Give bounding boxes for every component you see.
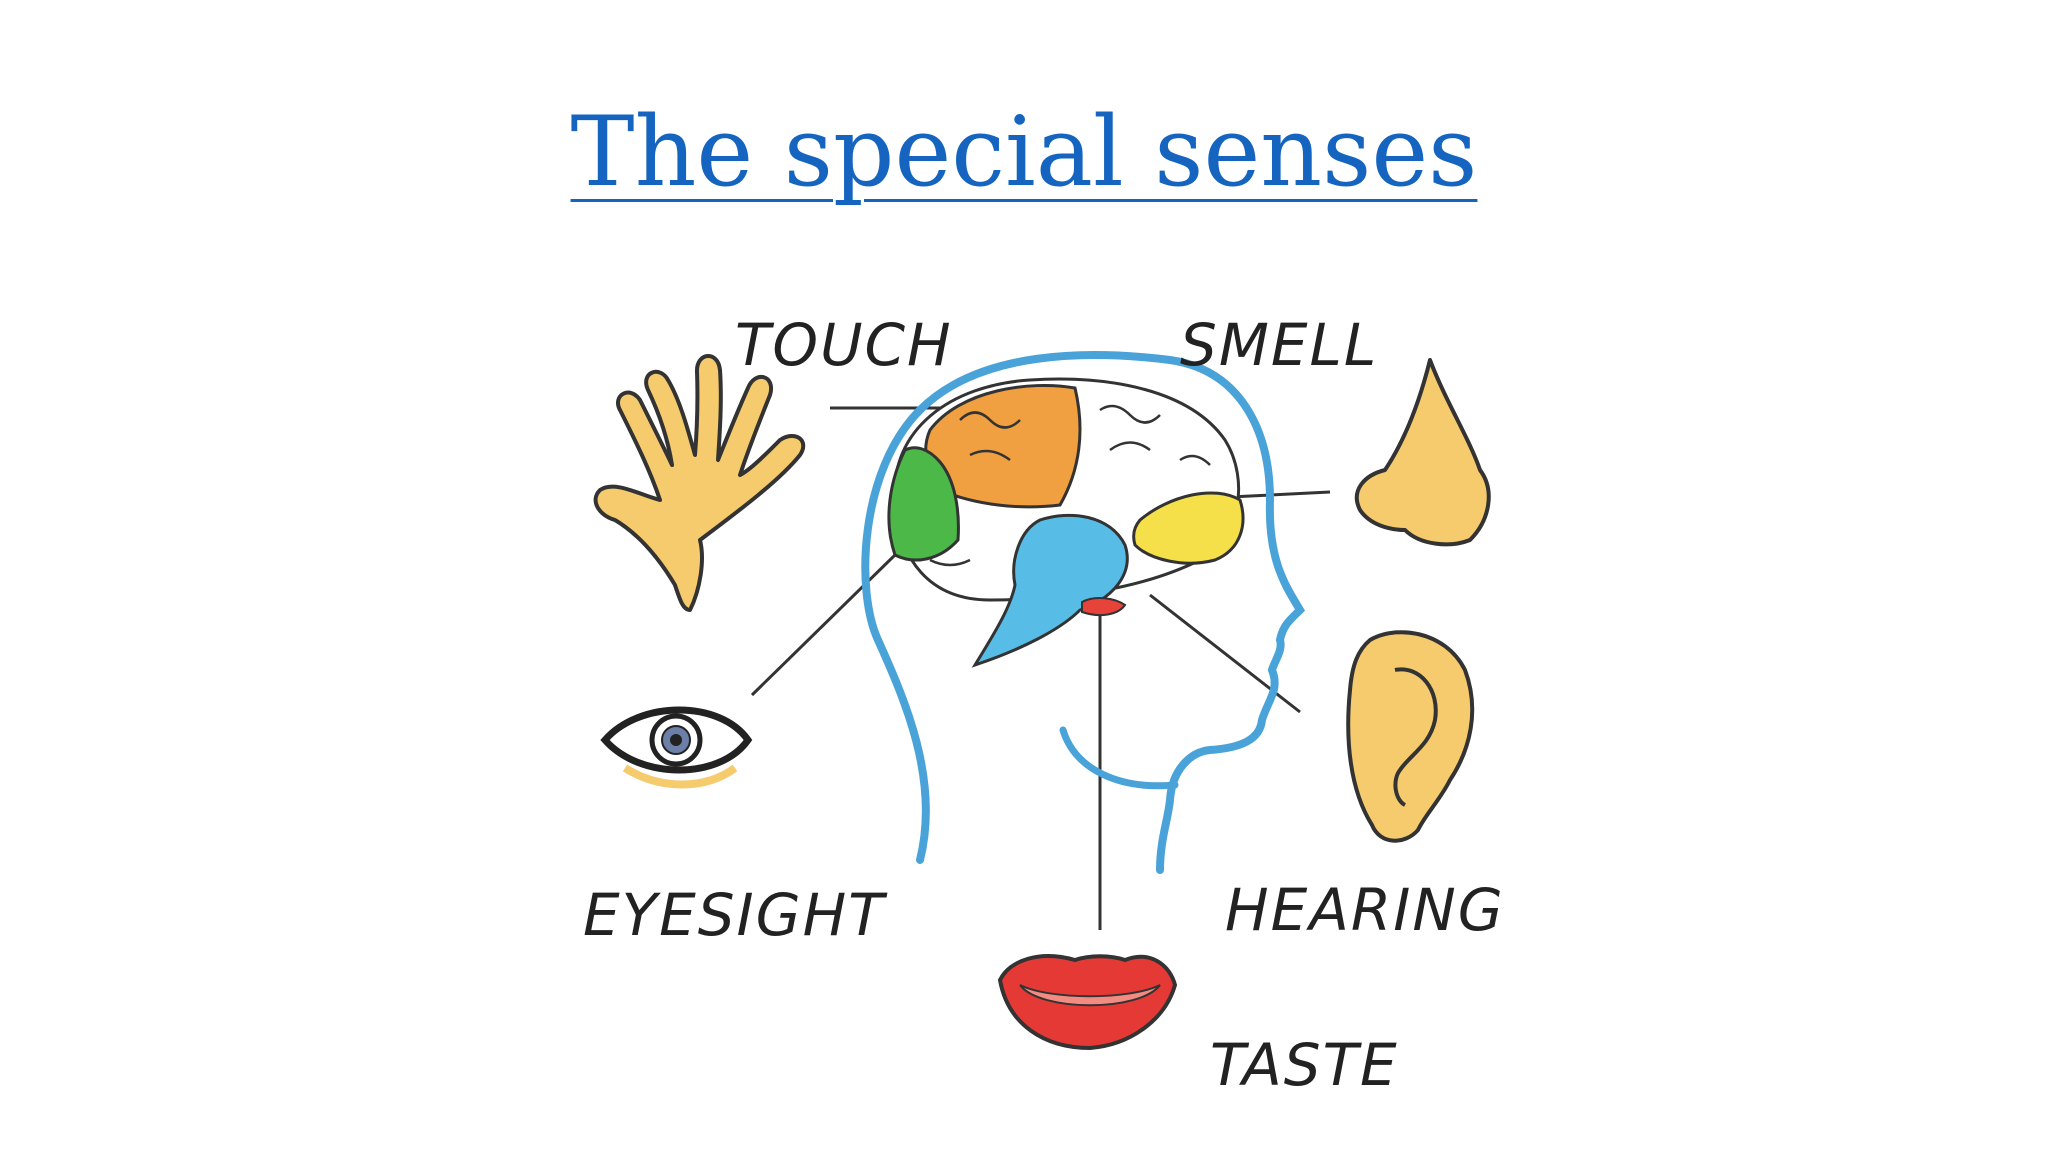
brain-folds	[929, 404, 1211, 567]
occipital-lobe	[887, 446, 960, 562]
connector-lines	[750, 406, 1331, 930]
hearing-label: HEARING	[1225, 876, 1505, 944]
eyesight-label: EYESIGHT	[583, 881, 888, 949]
brainstem	[971, 513, 1129, 668]
brain	[887, 377, 1245, 668]
eyesight-connector	[750, 553, 897, 697]
head-outline	[861, 351, 1306, 874]
lips-icon	[997, 954, 1178, 1051]
smell-label: SMELL	[1180, 311, 1378, 379]
eye-icon	[600, 706, 753, 789]
slide-title: The special senses	[570, 96, 1478, 208]
smell-connector	[1229, 490, 1331, 499]
jaw-line	[1059, 726, 1179, 790]
hand-icon	[593, 354, 806, 612]
ear-icon	[1346, 630, 1475, 843]
taste-area	[1081, 597, 1127, 617]
touch-label: TOUCH	[735, 311, 953, 379]
taste-label: TASTE	[1210, 1031, 1399, 1099]
nose-icon	[1354, 358, 1491, 547]
frontal-lobe	[1132, 491, 1245, 565]
